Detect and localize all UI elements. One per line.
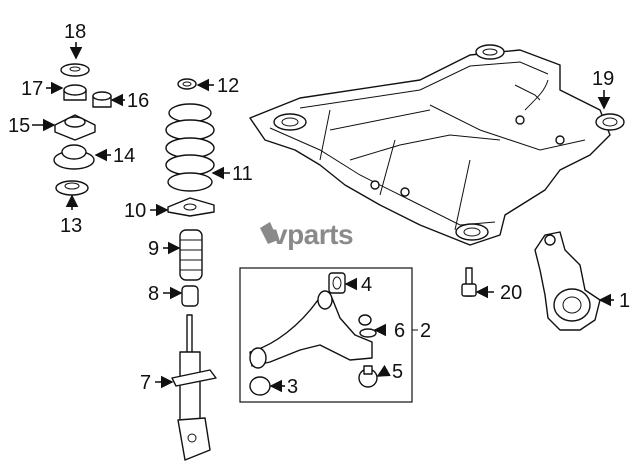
callout-13: 13 [60, 215, 82, 237]
callout-17: 17 [21, 78, 43, 100]
spring-seat-upper [55, 180, 89, 196]
callout-3: 3 [287, 376, 298, 398]
bolt [461, 267, 477, 297]
callout-8: 8 [148, 283, 159, 305]
callout-1: 1 [619, 290, 630, 312]
subframe-crossmember [249, 44, 625, 246]
callout-7: 7 [140, 372, 151, 394]
callout-10: 10 [124, 200, 146, 222]
ball-joint [358, 365, 378, 388]
lower-control-arm [249, 290, 373, 369]
spring-seat-lower [167, 197, 215, 217]
arm-bushing-front [328, 272, 346, 294]
callout-2: 2 [420, 320, 431, 342]
spring-isolator [177, 78, 197, 90]
coil-spring [165, 103, 215, 192]
strut-nut [63, 84, 87, 101]
ball-joint-nut [358, 314, 377, 338]
callout-18: 18 [64, 21, 86, 43]
callout-9: 9 [148, 238, 159, 260]
mount-nut [92, 91, 112, 108]
steering-knuckle [534, 231, 601, 331]
control-arm-group-box [239, 267, 413, 403]
dust-boot [179, 229, 203, 281]
callout-5: 5 [392, 361, 403, 383]
callout-11: 11 [232, 163, 253, 185]
callout-12: 12 [217, 75, 239, 97]
callout-labels: 1 2 3 4 5 6 7 8 9 10 11 12 13 14 15 16 1… [8, 21, 630, 398]
watermark-logo: vparts [260, 219, 354, 250]
strut-assembly [171, 314, 217, 461]
callout-19: 19 [592, 68, 614, 90]
strut-bearing [53, 144, 95, 170]
bump-stop [181, 285, 199, 307]
upper-washer [60, 63, 90, 77]
callout-leaders [32, 42, 614, 393]
callout-4: 4 [361, 274, 372, 296]
callout-20: 20 [500, 282, 522, 304]
strut-mount [54, 114, 96, 141]
callout-15: 15 [8, 115, 30, 137]
callout-16: 16 [127, 90, 149, 112]
callout-6: 6 [394, 320, 405, 342]
arm-bushing-rear [249, 376, 271, 396]
watermark-text: vparts [272, 219, 353, 250]
callout-14: 14 [113, 145, 135, 167]
